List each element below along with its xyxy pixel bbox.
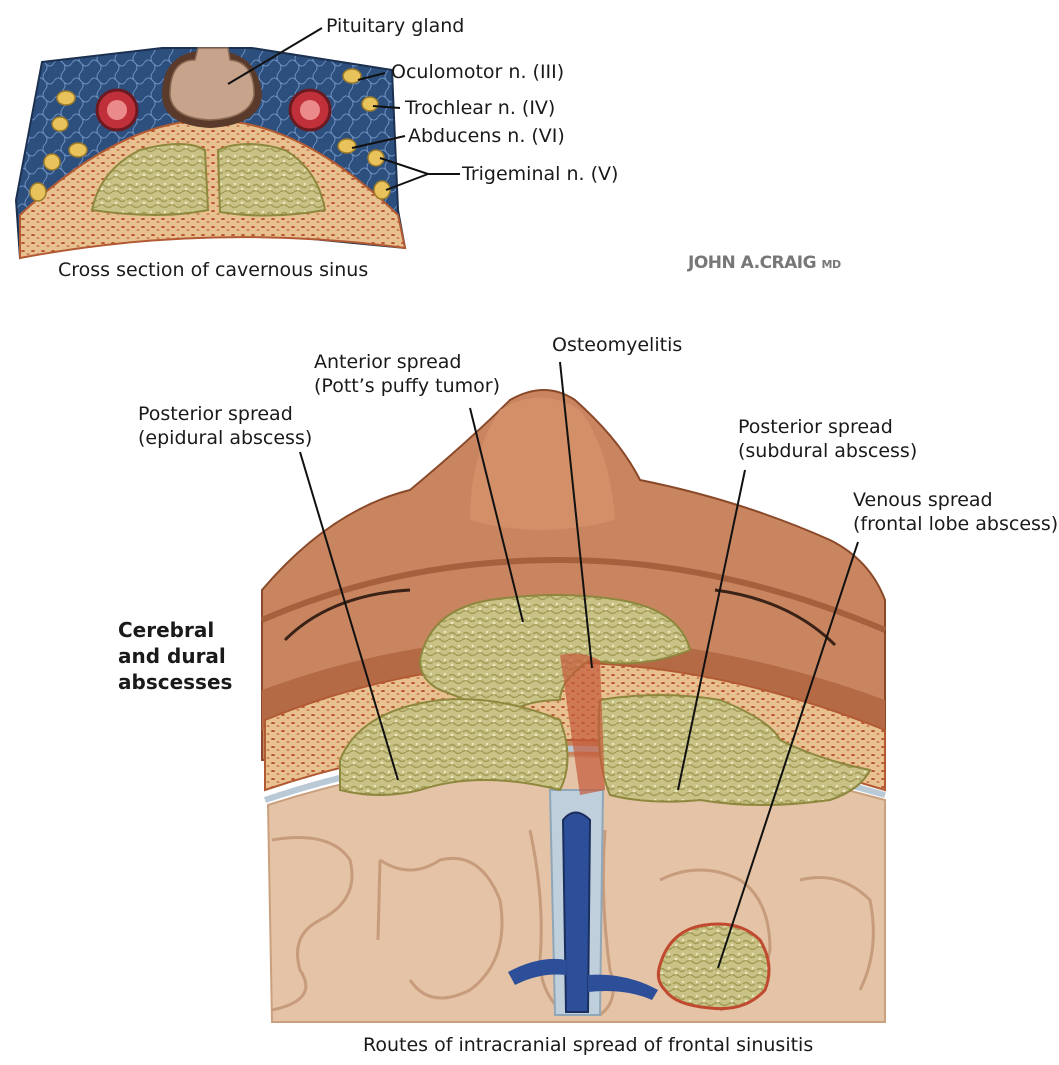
frontal-sinusitis-illustration	[260, 361, 887, 1023]
brain-gyri	[271, 829, 875, 1017]
label-subdural-line2: (subdural abscess)	[738, 440, 918, 462]
label-pituitary-gland: Pituitary gland	[326, 15, 465, 37]
label-posterior-spread-epidural: Posterior spread (epidural abscess)	[138, 402, 312, 450]
side-title: Cerebral and dural abscesses	[118, 617, 232, 695]
label-osteomyelitis: Osteomyelitis	[552, 334, 683, 356]
main-leader-lines	[299, 361, 859, 969]
label-subdural-line1: Posterior spread	[738, 416, 893, 438]
label-venous-line2: (frontal lobe abscess)	[853, 513, 1059, 535]
inset-caption: Cross section of cavernous sinus	[58, 259, 369, 281]
label-epidural-line2: (epidural abscess)	[138, 427, 313, 449]
bridging-vein-right	[588, 974, 658, 1000]
carotid-lumen-left	[107, 100, 127, 120]
label-oculomotor-nerve: Oculomotor n. (III)	[391, 61, 565, 83]
side-title-line1: Cerebral	[118, 618, 215, 642]
pituitary-gland	[169, 47, 255, 121]
label-epidural-line1: Posterior spread	[138, 403, 293, 425]
inset-leader-lines	[227, 27, 460, 191]
label-venous-spread: Venous spread (frontal lobe abscess)	[853, 488, 1058, 536]
label-trochlear-nerve: Trochlear n. (IV)	[405, 97, 556, 119]
label-abducens-nerve: Abducens n. (VI)	[408, 125, 565, 147]
side-title-line3: abscesses	[118, 670, 233, 694]
left-eyelid	[283, 588, 411, 642]
label-anterior-spread: Anterior spread (Pott’s puffy tumor)	[314, 350, 500, 398]
brow-ridge	[260, 556, 887, 633]
label-anterior-spread-line1: Anterior spread	[314, 351, 462, 373]
cranial-nerves	[29, 68, 391, 202]
label-anterior-spread-line2: (Pott’s puffy tumor)	[314, 375, 501, 397]
carotid-lumen-right	[300, 100, 320, 120]
main-caption: Routes of intracranial spread of frontal…	[363, 1034, 814, 1056]
nose	[470, 397, 615, 530]
cavernous-sinus-cross-section	[14, 27, 460, 260]
frontal-lobe-abscess	[656, 922, 771, 1011]
label-trigeminal-nerve: Trigeminal n. (V)	[462, 163, 619, 185]
subdural-abscess	[597, 694, 872, 806]
side-title-line2: and dural	[118, 644, 226, 668]
label-venous-line1: Venous spread	[853, 489, 993, 511]
osteomyelitis-zone	[560, 653, 605, 795]
bridging-vein-left	[508, 958, 566, 985]
right-eyelid	[714, 588, 837, 647]
sphenoid-sinus-left	[90, 143, 210, 216]
forehead-skin	[262, 637, 885, 735]
superior-sagittal-sinus	[561, 811, 592, 1013]
sphenoid-bone	[19, 118, 407, 260]
label-posterior-spread-subdural: Posterior spread (subdural abscess)	[738, 415, 917, 463]
sphenoid-sinus-right	[216, 143, 327, 217]
epidural-abscess	[339, 698, 569, 796]
artist-signature: JOHN A.CRAIG MD	[688, 253, 841, 273]
